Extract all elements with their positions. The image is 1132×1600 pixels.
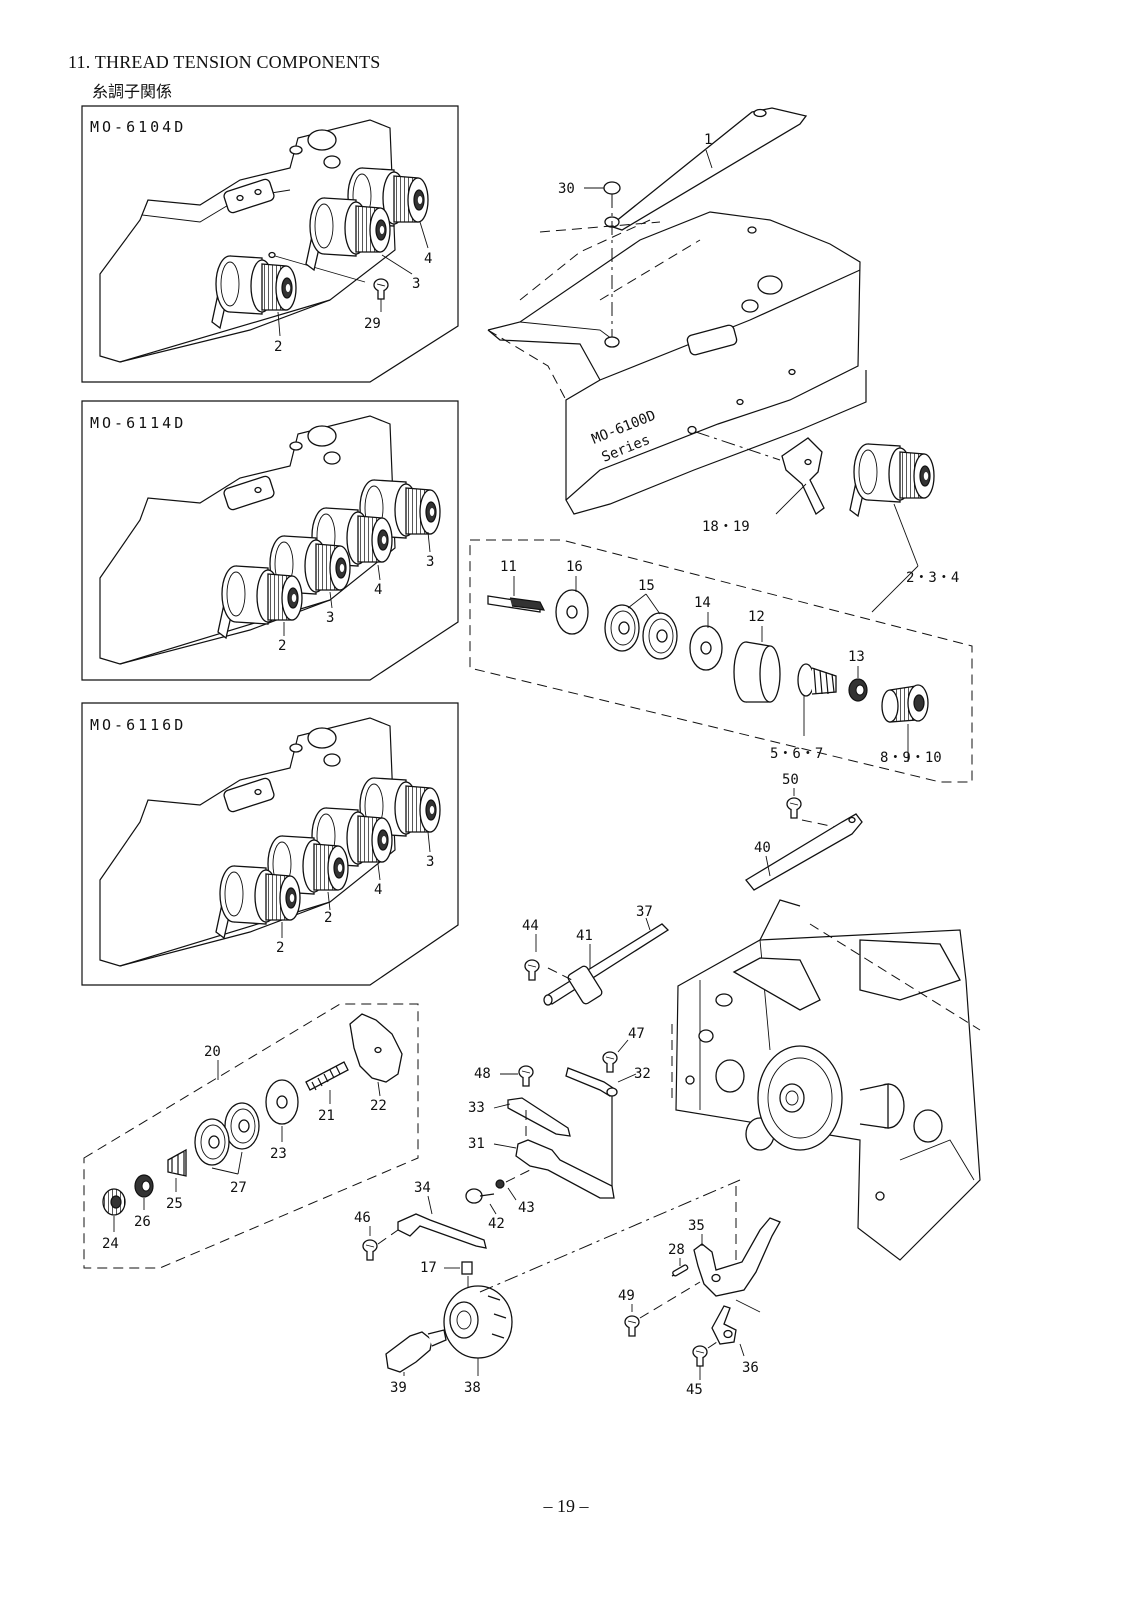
tension-unit-20-exploded-view: 20 22 21 23 27 25 26 24 [83, 1003, 419, 1269]
label-part-4: 4 [374, 882, 382, 898]
label-part-18-19: 18・19 [702, 519, 750, 535]
panel-mo-6114d: MO-6114D 3 4 3 2 [81, 400, 459, 681]
label-part-49: 49 [618, 1288, 635, 1304]
label-part-34: 34 [414, 1180, 431, 1196]
label-part-2: 2 [324, 910, 332, 926]
label-part-40: 40 [754, 840, 771, 856]
label-part-43: 43 [518, 1200, 535, 1216]
part-35-lever [693, 1217, 781, 1297]
label-part-21: 21 [318, 1108, 335, 1124]
label-part-50: 50 [782, 772, 799, 788]
label-part-47: 47 [628, 1026, 645, 1042]
label-part-35: 35 [688, 1218, 705, 1234]
label-part-11: 11 [500, 559, 517, 575]
label-part-29: 29 [364, 316, 381, 332]
label-part-1: 1 [704, 132, 712, 148]
label-part-41: 41 [576, 928, 593, 944]
label-part-3: 3 [412, 276, 420, 292]
label-part-27: 27 [230, 1180, 247, 1196]
part-1-strip [608, 107, 808, 231]
label-part-16: 16 [566, 559, 583, 575]
page-subtitle-japanese: 糸調子関係 [92, 82, 173, 101]
tension-unit-exploded-view: 11 16 15 14 12 5・6・7 13 [469, 539, 973, 783]
label-part-25: 25 [166, 1196, 183, 1212]
label-part-4: 4 [374, 582, 382, 598]
label-part-13: 13 [848, 649, 865, 665]
panel-model-label: MO-6116D [90, 716, 186, 734]
panel-model-label: MO-6114D [90, 414, 186, 432]
label-part-4: 4 [424, 251, 432, 267]
label-part-15: 15 [638, 578, 655, 594]
label-part-12: 12 [748, 609, 765, 625]
label-part-14: 14 [694, 595, 711, 611]
label-part-48: 48 [474, 1066, 491, 1082]
label-part-20: 20 [204, 1044, 221, 1060]
tension-plate-assembly: 1 30 MO-6100D Series 18・19 2・3・4 [487, 107, 959, 613]
label-part-30: 30 [558, 181, 575, 197]
label-part-36: 36 [742, 1360, 759, 1376]
label-part-33: 33 [468, 1100, 485, 1116]
label-part-28: 28 [668, 1242, 685, 1258]
label-part-3: 3 [326, 610, 334, 626]
label-part-39: 39 [390, 1380, 407, 1396]
panel-mo-6104d: MO-6104D 4 3 2 29 [81, 105, 459, 383]
page-number: – 19 – [543, 1496, 589, 1516]
label-part-2-3-4: 2・3・4 [906, 570, 959, 586]
part-40-bar [745, 813, 863, 891]
label-part-32: 32 [634, 1066, 651, 1082]
label-part-3: 3 [426, 554, 434, 570]
machine-body-assembly: 50 40 [354, 772, 981, 1398]
label-part-5-6-7: 5・6・7 [770, 746, 823, 762]
label-part-8-9-10: 8・9・10 [880, 750, 942, 766]
label-part-24: 24 [102, 1236, 119, 1252]
label-part-42: 42 [488, 1216, 505, 1232]
label-part-2: 2 [274, 339, 282, 355]
label-part-44: 44 [522, 918, 539, 934]
label-part-2: 2 [276, 940, 284, 956]
label-part-23: 23 [270, 1146, 287, 1162]
label-part-38: 38 [464, 1380, 481, 1396]
panel-model-label: MO-6104D [90, 118, 186, 136]
page-title: 11. THREAD TENSION COMPONENTS [68, 52, 381, 72]
label-part-37: 37 [636, 904, 653, 920]
label-part-3: 3 [426, 854, 434, 870]
label-part-46: 46 [354, 1210, 371, 1226]
label-part-2: 2 [278, 638, 286, 654]
label-part-45: 45 [686, 1382, 703, 1398]
label-part-31: 31 [468, 1136, 485, 1152]
label-part-17: 17 [420, 1260, 437, 1276]
panel-mo-6116d: MO-6116D 3 4 2 2 [81, 702, 459, 986]
label-part-26: 26 [134, 1214, 151, 1230]
label-part-22: 22 [370, 1098, 387, 1114]
